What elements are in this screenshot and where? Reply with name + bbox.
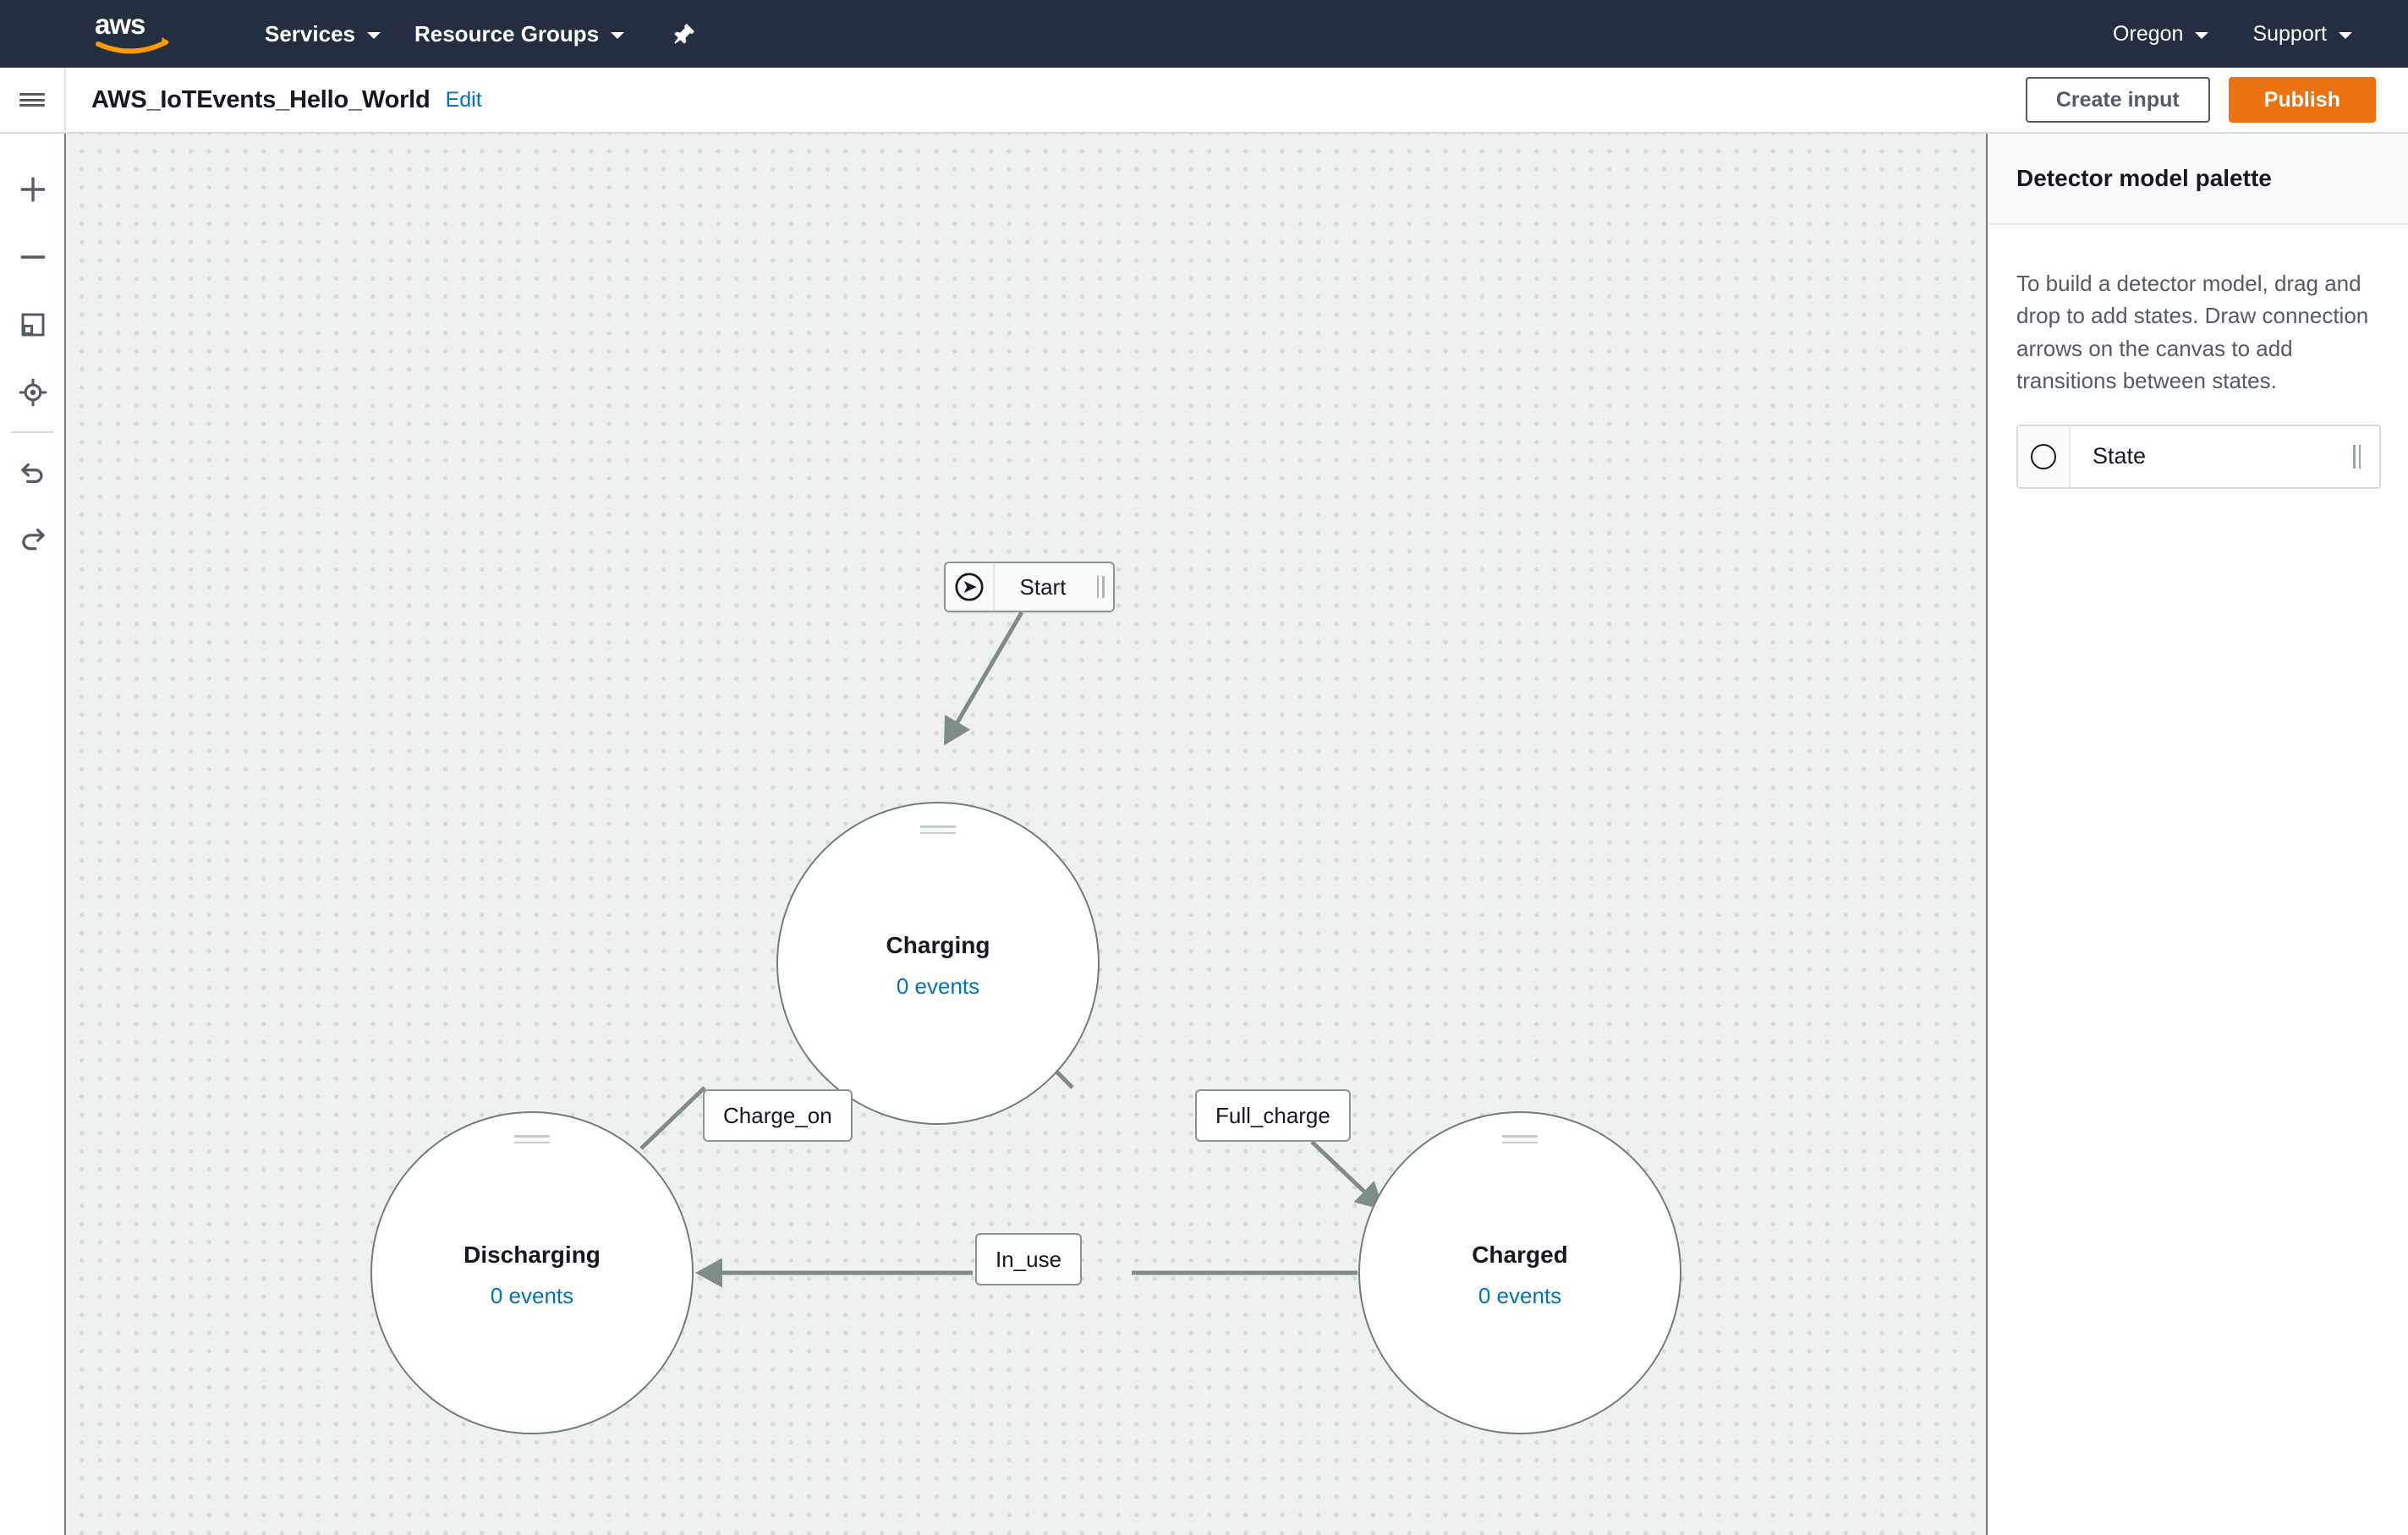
palette-header: Detector model palette (1989, 134, 2408, 225)
undo-button[interactable] (0, 438, 66, 506)
aws-logo[interactable]: aws (93, 10, 173, 58)
fit-to-screen-icon (21, 313, 45, 337)
state-drag-handle[interactable] (1502, 1135, 1538, 1148)
top-navigation-bar: aws Services Resource Groups Oregon Supp… (0, 0, 2408, 68)
transition-edges-layer (639, 611, 1384, 1288)
toolbar-divider (11, 431, 53, 433)
nav-region-oregon[interactable]: Oregon (2091, 0, 2230, 68)
play-circle-icon (955, 573, 984, 601)
state-name-discharging: Discharging (463, 1241, 601, 1268)
nav-services-label: Services (265, 20, 355, 47)
pushpin-icon (674, 24, 695, 44)
palette-item-icon-cell (2018, 425, 2071, 487)
state-drag-handle[interactable] (514, 1135, 550, 1148)
palette-item-drag-handle[interactable] (2353, 444, 2361, 469)
state-body: Charged 0 events (1360, 1242, 1680, 1309)
fit-to-screen-button[interactable] (0, 291, 66, 359)
edge-start-to-charging[interactable] (943, 611, 1024, 746)
transition-label-charge-on[interactable]: Charge_on (703, 1089, 853, 1142)
page-header: AWS_IoTEvents_Hello_World Edit Create in… (0, 68, 2408, 134)
palette-title: Detector model palette (2016, 165, 2272, 191)
state-body: Charging 0 events (778, 931, 1098, 1000)
state-drag-handle[interactable] (920, 825, 956, 838)
page-title: AWS_IoTEvents_Hello_World (91, 85, 431, 113)
zoom-out-button[interactable] (0, 223, 66, 291)
undo-icon (21, 463, 43, 483)
zoom-in-button[interactable] (0, 156, 66, 223)
transition-label-full-charge[interactable]: Full_charge (1195, 1089, 1351, 1142)
edge-charging-to-charged-head[interactable] (1310, 1140, 1384, 1210)
nav-right-group: Oregon Support (2091, 0, 2374, 68)
chevron-down-icon (611, 32, 625, 39)
chevron-down-icon (2195, 32, 2209, 39)
nav-services[interactable]: Services (248, 0, 398, 68)
start-node[interactable]: Start (944, 562, 1115, 612)
hamburger-menu-button[interactable] (0, 68, 66, 132)
nav-resource-groups[interactable]: Resource Groups (398, 0, 641, 68)
edit-link[interactable]: Edit (445, 87, 482, 112)
state-body: Discharging 0 events (372, 1242, 692, 1309)
palette-description: To build a detector model, drag and drop… (2016, 271, 2369, 394)
detector-model-palette: Detector model palette To build a detect… (1989, 134, 2408, 1535)
header-actions: Create input Publish (2025, 77, 2376, 123)
chevron-down-icon (366, 32, 381, 39)
detector-model-canvas[interactable]: Start Charging 0 events Discharging 0 ev… (66, 134, 1988, 1535)
center-canvas-button[interactable] (0, 359, 66, 426)
state-node-charging[interactable]: Charging 0 events (776, 802, 1100, 1125)
palette-item-label: State (2093, 443, 2147, 469)
zoom-out-icon (20, 255, 46, 259)
nav-resource-groups-label: Resource Groups (414, 20, 600, 47)
state-events-charged[interactable]: 0 events (1478, 1282, 1562, 1308)
svg-text:aws: aws (95, 10, 145, 40)
publish-button[interactable]: Publish (2228, 77, 2376, 123)
state-name-charged: Charged (1472, 1241, 1568, 1268)
redo-button[interactable] (0, 506, 66, 573)
center-target-icon (19, 378, 47, 407)
transition-label-in-use[interactable]: In_use (975, 1233, 1083, 1286)
hamburger-icon (19, 90, 45, 110)
pin-button[interactable] (672, 0, 697, 68)
chevron-down-icon (2339, 32, 2352, 39)
circle-state-icon (2031, 443, 2056, 469)
state-name-charging: Charging (886, 931, 990, 958)
palette-item-state[interactable]: State (2016, 424, 2381, 489)
redo-icon (22, 529, 45, 551)
aws-logo-icon: aws (95, 10, 169, 54)
edge-discharging-to-charging[interactable] (639, 1086, 706, 1150)
nav-support-label: Support (2252, 21, 2327, 46)
start-node-label: Start (1019, 573, 1067, 600)
state-events-discharging[interactable]: 0 events (490, 1282, 574, 1308)
start-node-drag-handle[interactable] (1088, 576, 1113, 598)
canvas-toolbar (0, 134, 66, 1535)
state-node-discharging[interactable]: Discharging 0 events (370, 1111, 694, 1434)
state-node-charged[interactable]: Charged 0 events (1358, 1111, 1681, 1434)
state-events-charging[interactable]: 0 events (896, 973, 980, 999)
nav-support[interactable]: Support (2230, 0, 2374, 68)
start-icon-cell (946, 563, 995, 611)
nav-region-label: Oregon (2113, 21, 2184, 46)
zoom-in-icon (20, 177, 46, 202)
create-input-button[interactable]: Create input (2025, 77, 2210, 123)
